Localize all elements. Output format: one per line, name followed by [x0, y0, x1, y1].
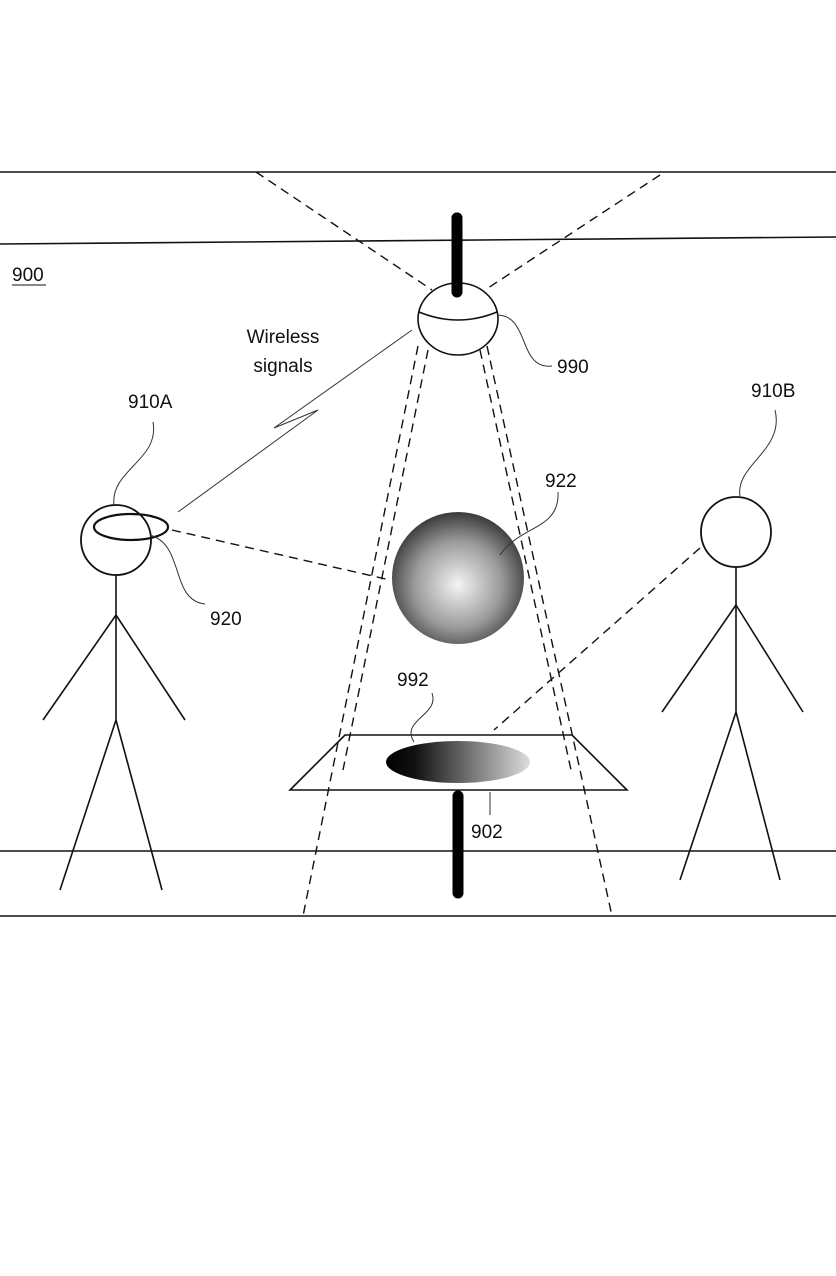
leader-910B [739, 409, 777, 497]
sight-line-910A [171, 529, 391, 581]
camera-view-line [255, 171, 433, 291]
label-910B: 910B [751, 381, 795, 402]
leader-922 [499, 491, 559, 556]
label-910A: 910A [128, 392, 173, 413]
shadow-992 [386, 741, 530, 783]
projection-beam-line [302, 345, 419, 917]
label-922: 922 [545, 471, 577, 492]
headset-920 [92, 512, 170, 542]
sight-line-910B [493, 547, 701, 731]
projection-beam-line [479, 349, 572, 771]
wall-top-line [0, 236, 836, 245]
label-990: 990 [557, 357, 589, 378]
projection-beam-line [486, 345, 613, 917]
wireless-label-line2: signals [253, 356, 312, 377]
leader-920 [149, 534, 206, 605]
leader-992 [410, 692, 434, 743]
virtual-object-922 [392, 512, 524, 644]
label-992: 992 [397, 670, 429, 691]
label-920: 920 [210, 609, 242, 630]
wireless-label-line1: Wireless [247, 327, 320, 348]
person-910A [42, 504, 186, 891]
leader-990 [496, 314, 553, 367]
person-910B [661, 496, 804, 881]
camera-view-line [484, 174, 661, 291]
table-902 [288, 734, 629, 791]
figure-ref-label: 900 [12, 265, 44, 286]
label-902: 902 [471, 822, 503, 843]
projection-beam-line [342, 349, 429, 771]
leader-910A [113, 421, 155, 506]
camera-band [418, 311, 498, 321]
wireless-signal-bolt [177, 329, 413, 513]
